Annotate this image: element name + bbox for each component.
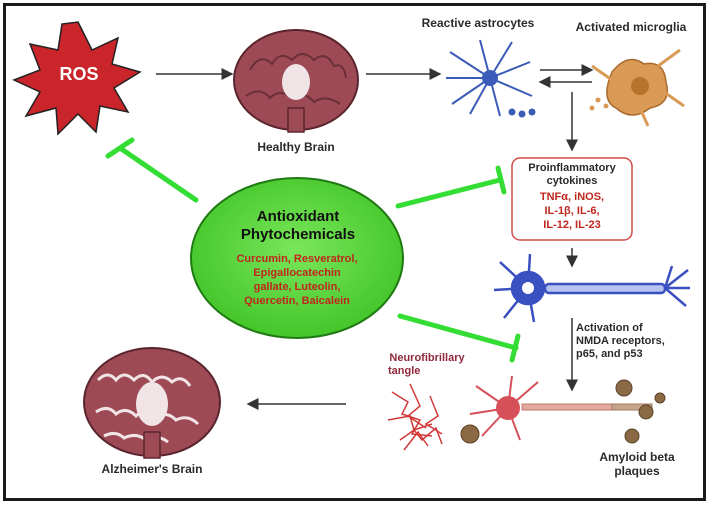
nmda-line2: NMDA receptors, xyxy=(576,335,665,347)
cytokines-list-line1: TNFα, iNOS, xyxy=(539,191,605,203)
tangle-line1: Neurofibrillary xyxy=(389,352,465,364)
antioxidant-title-line2: Phytochemicals xyxy=(240,226,356,243)
neurofibrillary-tangle-illustration xyxy=(387,383,443,451)
healthy-brain-illustration xyxy=(233,29,359,133)
antioxidant-list: Curcumin, Resveratrol, Epigallocatechin … xyxy=(212,252,382,308)
antioxidant-list-line1: Curcumin, Resveratrol, xyxy=(236,253,358,265)
antioxidant-title-line1: Antioxidant xyxy=(256,208,340,225)
healthy-brain-label: Healthy Brain xyxy=(257,140,335,154)
reactive-astrocytes-label: Reactive astrocytes xyxy=(421,16,535,30)
cytokines-title-line1: Proinflammatory xyxy=(528,162,616,174)
degenerating-neuron-illustration xyxy=(469,375,653,441)
cytokines-title-line2: cytokines xyxy=(546,175,598,187)
nmda-line1: Activation of xyxy=(576,322,643,334)
nmda-line3: p65, and p53 xyxy=(576,348,643,360)
antioxidant-list-line4: Quercetin, Baicalein xyxy=(244,295,350,307)
antioxidant-list-line3: gallate, Luteolin, xyxy=(253,281,341,293)
nmda-label: Activation of NMDA receptors, p65, and p… xyxy=(576,322,686,361)
cytokines-list-line3: IL-12, IL-23 xyxy=(543,219,601,231)
amyloid-line2: plaques xyxy=(614,464,660,478)
antioxidant-ellipse xyxy=(190,177,404,339)
cytokines-list: TNFα, iNOS, IL-1β, IL-6, IL-12, IL-23 xyxy=(512,190,632,232)
ros-label: ROS xyxy=(59,64,99,84)
microglia-illustration xyxy=(589,48,685,127)
tangle-label: Neurofibrillary tangle xyxy=(372,352,482,378)
astrocyte-illustration xyxy=(446,39,536,118)
antioxidant-list-line2: Epigallocatechin xyxy=(253,267,341,279)
cytokines-list-line2: IL-1β, IL-6, xyxy=(544,205,600,217)
cytokines-box xyxy=(511,157,633,241)
activated-microglia-label: Activated microglia xyxy=(575,20,687,34)
amyloid-plaques-illustration xyxy=(460,379,666,444)
amyloid-line1: Amyloid beta xyxy=(599,450,675,464)
ros-starburst xyxy=(12,21,142,136)
alzheimers-brain-label: Alzheimer's Brain xyxy=(101,462,203,476)
neuron-illustration xyxy=(493,253,690,323)
alzheimers-brain-illustration xyxy=(83,347,221,459)
cytokines-title: Proinflammatory cytokines xyxy=(512,162,632,188)
inhibition-lines xyxy=(105,137,521,363)
antioxidant-title: Antioxidant Phytochemicals xyxy=(218,208,378,244)
amyloid-label: Amyloid beta plaques xyxy=(582,450,692,478)
tangle-line2: tangle xyxy=(388,365,421,377)
